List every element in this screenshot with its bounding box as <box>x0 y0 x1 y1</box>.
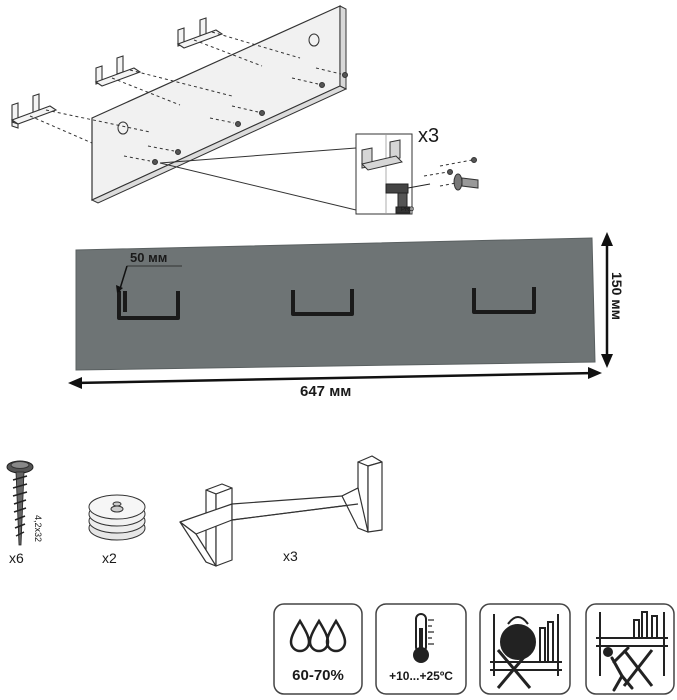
screw-quantity: x6 <box>9 550 24 566</box>
hook-2 <box>291 289 354 316</box>
hook-spacing-label: 50 мм <box>130 250 167 265</box>
hook-quantity: x3 <box>283 548 298 564</box>
inset-screws <box>423 157 479 191</box>
hook-iso-3 <box>176 17 224 49</box>
inset-quantity: x3 <box>418 125 439 147</box>
shelf-climb-icon <box>596 611 668 676</box>
height-label: 150 мм <box>609 272 625 320</box>
hook-1 <box>117 291 180 320</box>
shelf-weight-icon <box>490 614 562 676</box>
condition-badges: 60-70% +10...+25ºC <box>273 603 675 695</box>
exploded-view: PRO x3 <box>10 5 479 215</box>
drill-brand-label: PRO <box>401 207 414 213</box>
no-climbing-badge <box>585 603 675 695</box>
temperature-value: +10...+25ºC <box>389 669 453 683</box>
drill-icon <box>385 183 431 214</box>
screw-icon <box>6 460 34 546</box>
no-heavy-load-badge <box>479 603 571 695</box>
detail-inset: PRO x3 <box>355 125 479 215</box>
board-screws <box>123 67 348 165</box>
hook-iso-1 <box>10 93 58 129</box>
dimension-view: 50 мм 150 мм 647 мм <box>68 232 625 400</box>
prohibited-cross-icon-2 <box>622 649 654 687</box>
temperature-badge: +10...+25ºC <box>375 603 467 695</box>
hanger-washer-icon <box>88 494 146 541</box>
hook-3 <box>472 287 536 314</box>
humidity-value: 60-70% <box>292 667 344 684</box>
hook-large-icon <box>179 455 383 567</box>
board-front <box>75 237 596 371</box>
washer-quantity: x2 <box>102 550 117 566</box>
keyhole-left <box>117 121 129 135</box>
water-drops-icon <box>289 618 347 653</box>
thermometer-icon <box>413 613 434 663</box>
hook-iso-2 <box>94 55 142 87</box>
width-label: 647 мм <box>300 383 351 400</box>
keyhole-right <box>308 33 320 47</box>
prohibited-cross-icon <box>496 649 532 689</box>
screw-size-label: 4,2x32 <box>33 515 43 542</box>
parts-list: 4,2x32 x6 x2 x3 <box>6 455 383 567</box>
humidity-badge: 60-70% <box>273 603 363 695</box>
